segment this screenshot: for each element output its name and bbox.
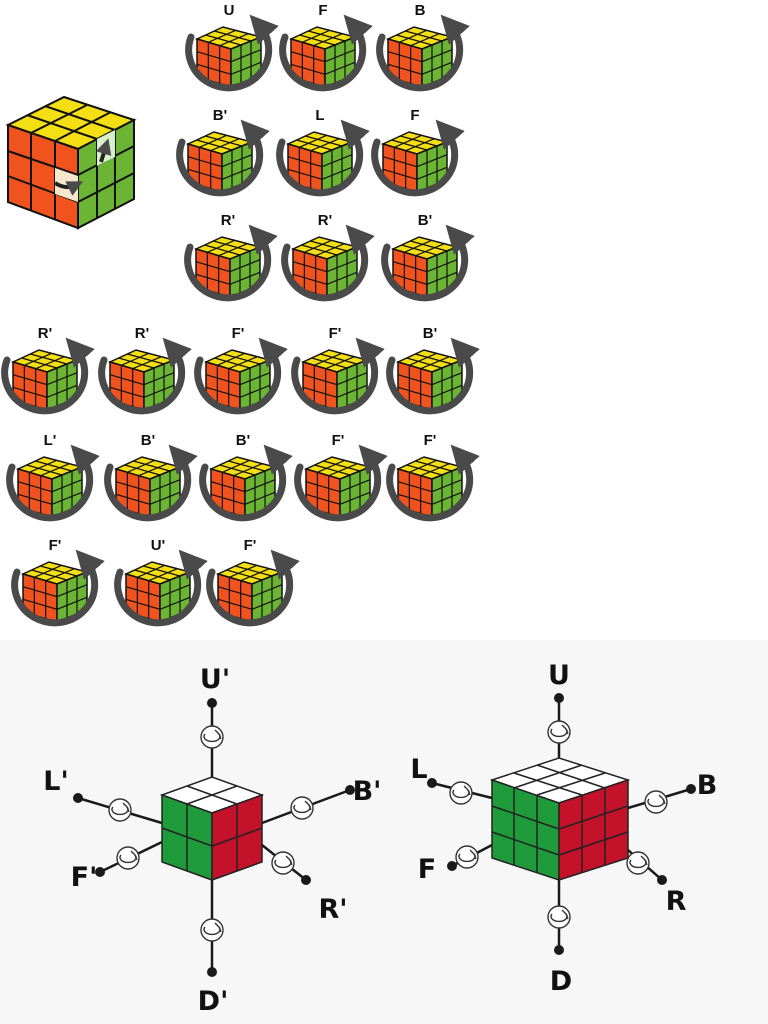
move-label: F [318, 2, 327, 19]
rotation-icon [290, 796, 314, 820]
rotation-arrow-icon [104, 444, 198, 522]
label-f: F [418, 854, 436, 885]
rotation-arrow-icon [381, 224, 475, 302]
move-label: R' [135, 325, 149, 342]
rotation-icon [116, 846, 140, 870]
label-u-prime: U' [200, 664, 230, 695]
label-b-prime: B' [353, 776, 382, 807]
move-cube-2: F [279, 2, 373, 92]
label-f-prime: F' [71, 862, 98, 893]
rotation-arrow-icon [376, 14, 470, 92]
rotation-arrow-icon [11, 549, 105, 627]
intro-cube [5, 95, 137, 230]
rotation-icon [644, 790, 668, 814]
move-label: U [224, 2, 235, 19]
move-cube-11: R' [98, 325, 192, 415]
move-label: F' [424, 432, 437, 449]
move-sequence-illustration: U F B B' L F R' R' B' R' R' F' F' B' L' B' B' F' F' F' U' F' [1, 2, 480, 627]
move-cube-19: F' [386, 432, 480, 522]
rotation-arrow-icon [6, 444, 100, 522]
rotation-arrow-icon [281, 224, 375, 302]
rotation-icon [626, 851, 650, 875]
rotation-arrow-icon [386, 444, 480, 522]
rotation-arrow-icon [206, 549, 300, 627]
rotation-icon [200, 918, 224, 942]
move-cube-6: F [371, 107, 465, 197]
rotation-arrow-icon [1, 337, 95, 415]
move-cube-18: F' [294, 432, 388, 522]
move-label: B' [236, 432, 250, 449]
move-cube-5: L [276, 107, 370, 197]
move-label: R' [318, 212, 332, 229]
move-cube-10: R' [1, 325, 95, 415]
rotation-arrow-icon [276, 119, 370, 197]
label-u: U [548, 660, 570, 691]
move-label: B' [213, 107, 227, 124]
move-cube-9: B' [381, 212, 475, 302]
left-notation-diagram: U' L' B' F' R' D' [43, 664, 381, 1017]
label-d-prime: D' [198, 986, 229, 1017]
rotation-icon [108, 798, 132, 822]
move-cube-1: U [185, 2, 279, 92]
notation-diagrams: U' L' B' F' R' D' [43, 660, 717, 1017]
move-cube-8: R' [281, 212, 375, 302]
rotation-arrow-icon [114, 549, 208, 627]
move-label: L' [44, 432, 57, 449]
move-cube-22: F' [206, 537, 300, 627]
move-cube-20: F' [11, 537, 105, 627]
rotation-arrow-icon [199, 444, 293, 522]
label-b: B [697, 770, 718, 801]
move-label: F' [232, 325, 245, 342]
move-cube-13: F' [291, 325, 385, 415]
rotation-icon [200, 725, 224, 749]
rotation-arrow-icon [294, 444, 388, 522]
rotation-icon [547, 905, 571, 929]
rotation-arrow-icon [184, 224, 278, 302]
move-cube-16: B' [104, 432, 198, 522]
move-label: F [410, 107, 419, 124]
rotation-arrow-icon [176, 119, 270, 197]
move-label: B' [423, 325, 437, 342]
move-cube-3: B [376, 2, 470, 92]
move-sequence-panel: U F B B' L F R' R' B' R' R' F' F' B' L' B' B' F' F' F' U' F' [1, 2, 480, 627]
move-label: R' [38, 325, 52, 342]
notation-panel: U' L' B' F' R' D' [0, 640, 768, 1024]
move-label: B' [141, 432, 155, 449]
move-label: F' [244, 537, 257, 554]
rotation-icon [449, 781, 473, 805]
label-d: D [550, 966, 572, 997]
move-cube-7: R' [184, 212, 278, 302]
rotation-arrow-icon [371, 119, 465, 197]
label-r: R [666, 886, 687, 917]
move-label: F' [49, 537, 62, 554]
move-cube-21: U' [114, 537, 208, 627]
right-notation-diagram: U L B F R D [410, 660, 717, 997]
rotation-icon [547, 720, 571, 744]
move-label: F' [332, 432, 345, 449]
move-label: F' [329, 325, 342, 342]
move-label: B [415, 2, 426, 19]
rotation-arrow-icon [291, 337, 385, 415]
rotation-icon [455, 845, 479, 869]
rotation-arrow-icon [279, 14, 373, 92]
label-l-prime: L' [43, 766, 68, 797]
rotation-arrow-icon [98, 337, 192, 415]
move-label: U' [151, 537, 165, 554]
move-cube-14: B' [386, 325, 480, 415]
move-label: B' [418, 212, 432, 229]
move-cube-4: B' [176, 107, 270, 197]
rotation-arrow-icon [194, 337, 288, 415]
rotation-arrow-icon [386, 337, 480, 415]
label-l: L [410, 754, 427, 785]
move-cube-12: F' [194, 325, 288, 415]
move-label: L [315, 107, 324, 124]
rotation-icon [271, 851, 295, 875]
label-r-prime: R' [318, 894, 347, 925]
move-cube-15: L' [6, 432, 100, 522]
move-cube-17: B' [199, 432, 293, 522]
move-label: R' [221, 212, 235, 229]
rotation-arrow-icon [185, 14, 279, 92]
